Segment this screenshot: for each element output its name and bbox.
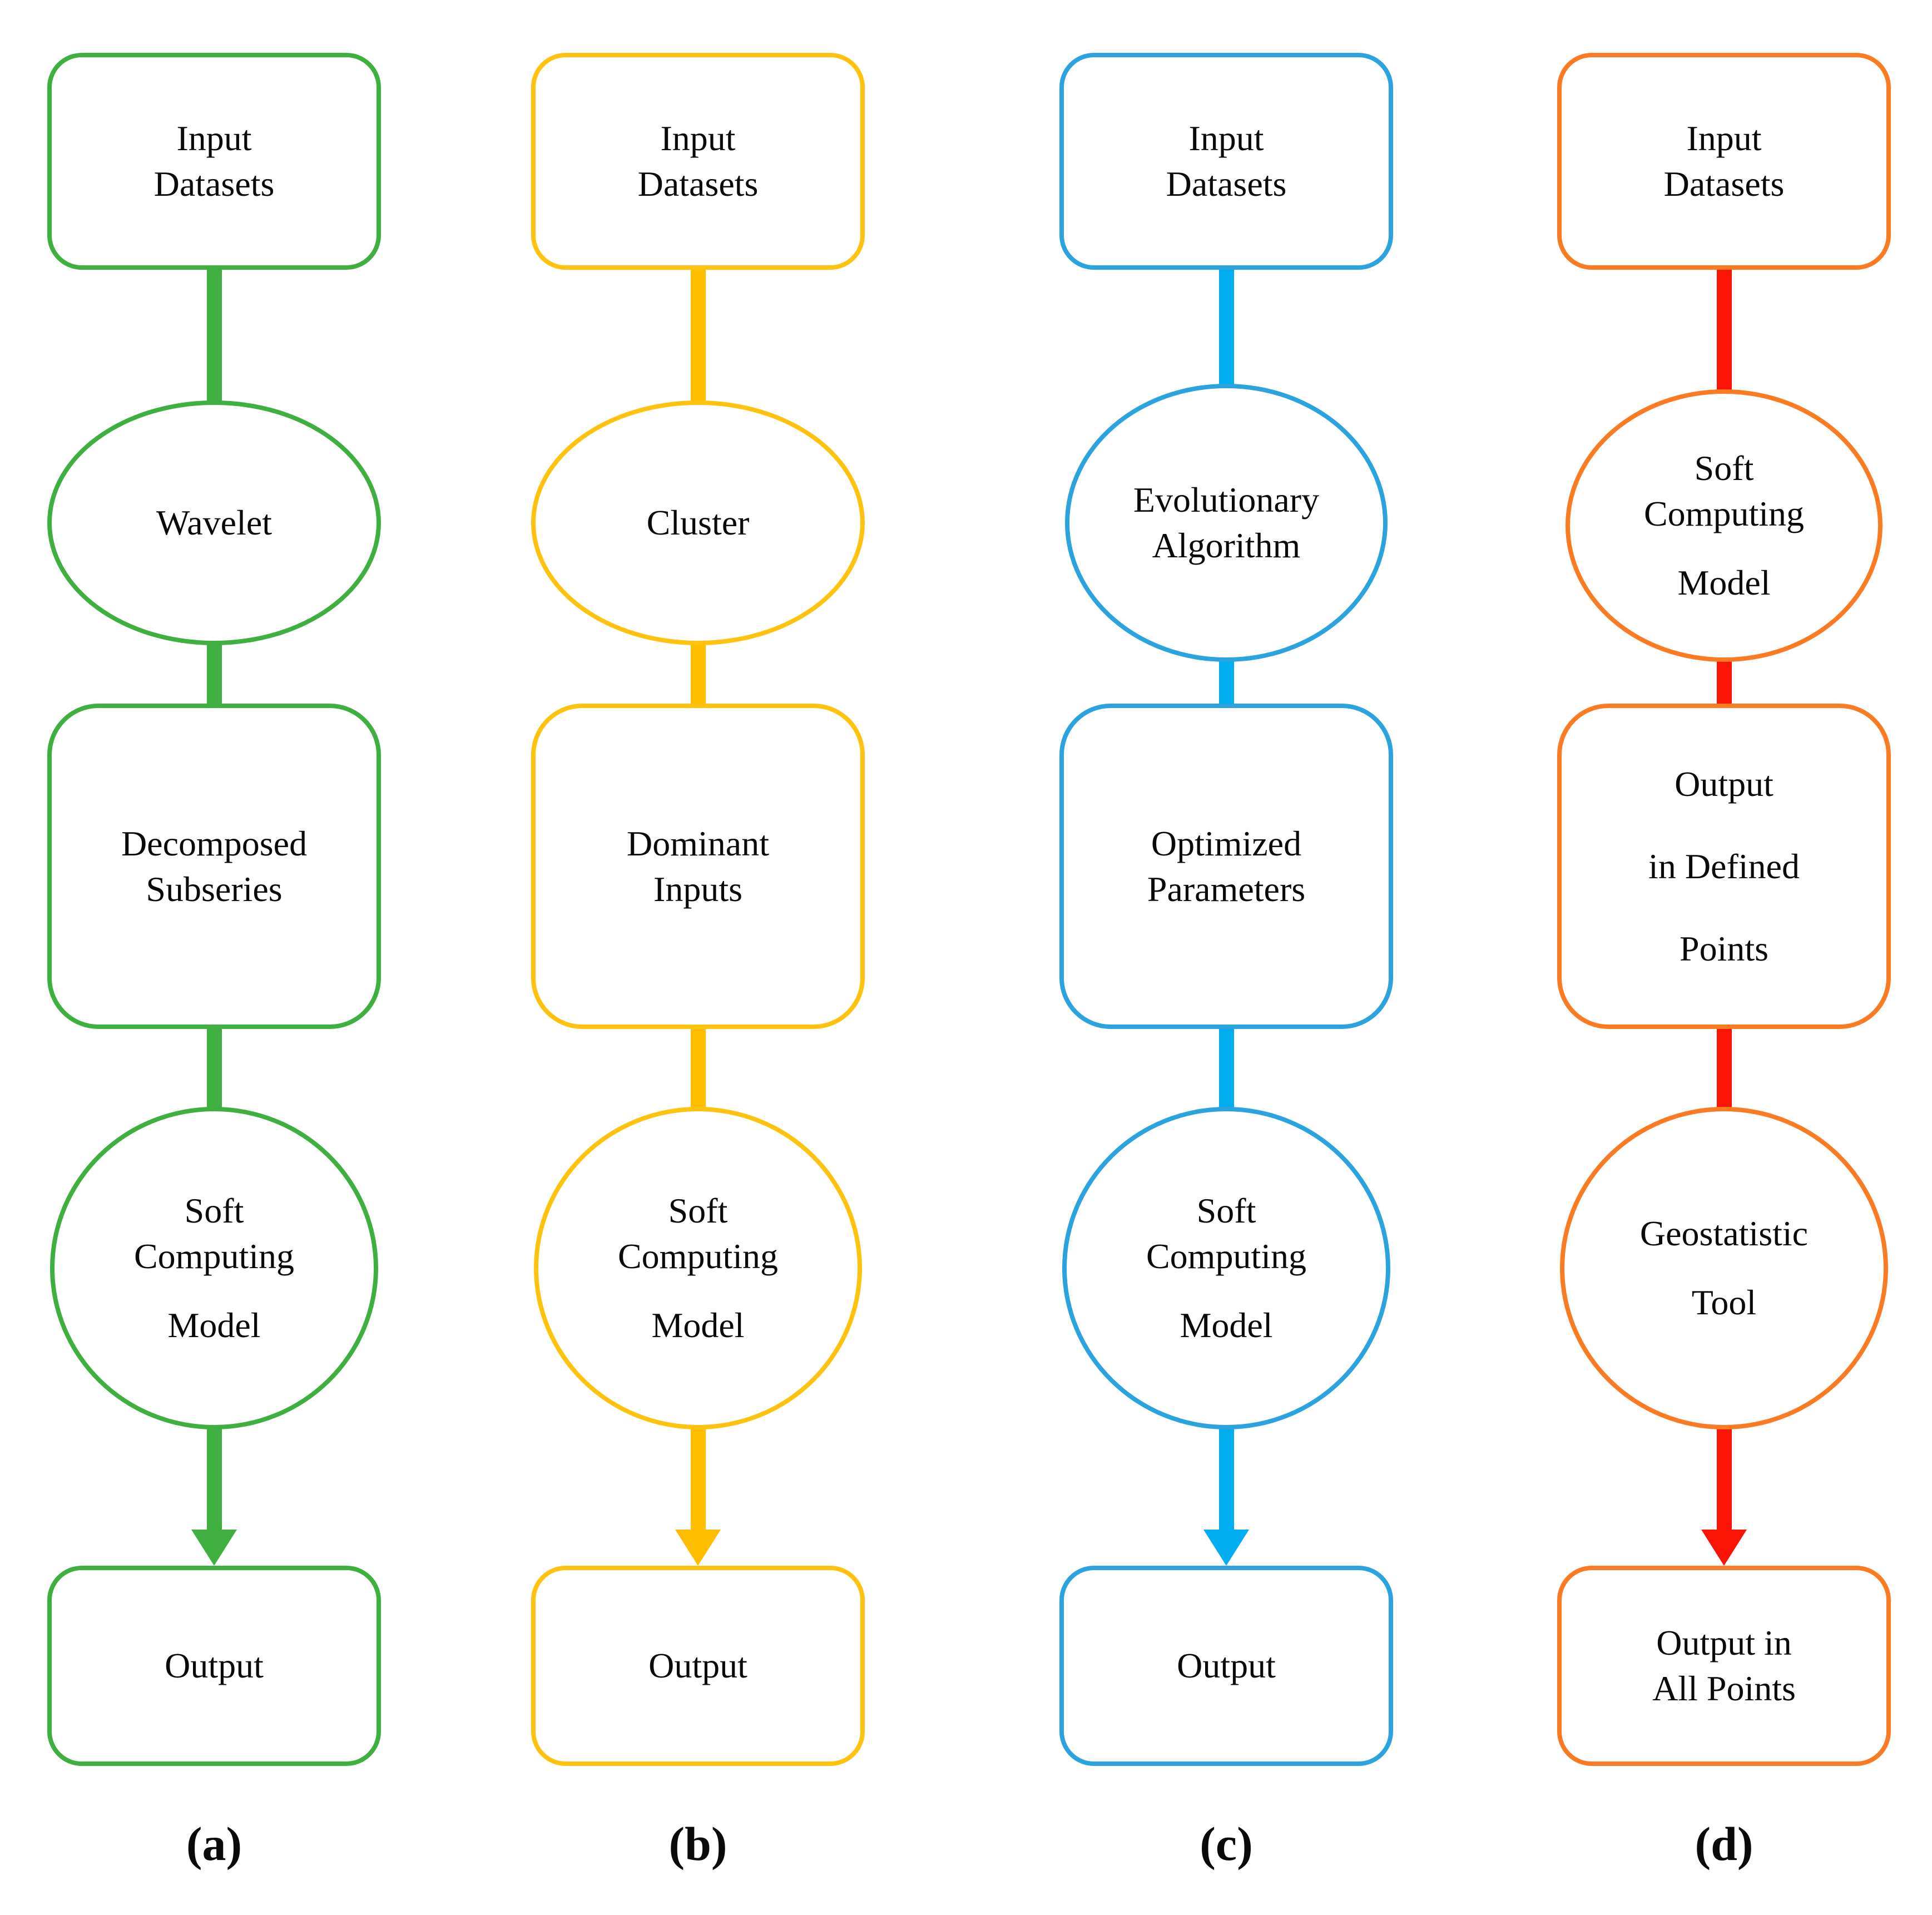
circle-geostatistic-tool: Geostatistic Tool	[1560, 1107, 1888, 1429]
box-output: Output	[47, 1566, 381, 1766]
arrow-head	[1203, 1530, 1249, 1566]
box-text-line: Datasets	[1663, 164, 1785, 204]
box-text-line: Datasets	[153, 164, 275, 204]
ellipse-text-line: Algorithm	[1152, 526, 1301, 565]
arrow-head	[1701, 1530, 1747, 1566]
flow-column-d: Input Datasets Soft Computing Model Outp…	[1483, 0, 1932, 1915]
circle-text-line: Soft	[668, 1191, 728, 1230]
column-label-b: (b)	[668, 1817, 727, 1871]
box-text-line: Inputs	[653, 869, 742, 909]
ellipse-cluster: Cluster	[531, 400, 865, 645]
box-input-datasets: Input Datasets	[1557, 53, 1891, 270]
arrow-shaft	[690, 1429, 706, 1530]
ellipse-text-line: Wavelet	[156, 503, 273, 542]
box-input-datasets: Input Datasets	[47, 53, 381, 270]
box-text-line: Output in	[1656, 1623, 1792, 1662]
box-text-line: Input	[660, 118, 736, 158]
arrow-head	[675, 1530, 721, 1566]
box-decomposed-subseries: Decomposed Subseries	[47, 704, 381, 1029]
box-output: Output	[531, 1566, 865, 1766]
circle-text-line: Computing	[617, 1236, 779, 1276]
ellipse-evolutionary-algorithm: Evolutionary Algorithm	[1065, 384, 1388, 662]
flow-column-a: Input Datasets Wavelet Decomposed Subser…	[0, 0, 455, 1915]
circle-text-line: Soft	[184, 1191, 244, 1230]
box-text-line: Output	[165, 1646, 264, 1685]
box-input-datasets: Input Datasets	[1059, 53, 1393, 270]
flow-column-b: Input Datasets Cluster Dominant Inputs S…	[457, 0, 939, 1915]
box-optimized-parameters: Optimized Parameters	[1059, 704, 1393, 1029]
box-text-line: Dominant	[627, 823, 769, 863]
box-text-line: Parameters	[1147, 869, 1306, 909]
circle-soft-computing-model: Soft Computing Model	[50, 1107, 378, 1429]
box-text-line: Output	[1177, 1646, 1276, 1685]
box-text-line: Input	[176, 118, 252, 158]
box-text-line: All Points	[1652, 1669, 1796, 1708]
flow-column-c: Input Datasets Evolutionary Algorithm Op…	[985, 0, 1468, 1915]
circle-text-line: Model	[1180, 1305, 1273, 1345]
arrow-shaft	[1218, 1429, 1234, 1530]
box-text-line: Datasets	[1166, 164, 1287, 204]
box-dominant-inputs: Dominant Inputs	[531, 704, 865, 1029]
ellipse-text-line: Computing	[1643, 494, 1805, 533]
circle-text-line: Model	[651, 1305, 745, 1345]
box-output-in-all-points: Output in All Points	[1557, 1566, 1891, 1766]
down-arrow-icon	[1668, 1429, 1780, 1566]
box-text-line: Input	[1188, 118, 1264, 158]
circle-soft-computing-model: Soft Computing Model	[1062, 1107, 1390, 1429]
box-text-line: Subseries	[146, 869, 283, 909]
arrow-head	[191, 1530, 237, 1566]
circle-text-line: Soft	[1196, 1191, 1256, 1230]
column-label-c: (c)	[1200, 1817, 1253, 1871]
box-text-line: Input	[1686, 118, 1762, 158]
column-label-d: (d)	[1695, 1817, 1753, 1871]
circle-text-line: Computing	[133, 1236, 295, 1276]
ellipse-text-line: Cluster	[646, 503, 750, 542]
circle-text-line: Geostatistic	[1639, 1214, 1809, 1253]
box-input-datasets: Input Datasets	[531, 53, 865, 270]
ellipse-text-line: Soft	[1694, 448, 1754, 488]
circle-soft-computing-model: Soft Computing Model	[534, 1107, 862, 1429]
circle-text-line: Tool	[1691, 1283, 1757, 1322]
ellipse-text-line: Model	[1677, 563, 1771, 602]
box-text-line: Points	[1679, 928, 1769, 968]
box-text-line: Output	[648, 1646, 747, 1685]
box-text-line: Decomposed	[121, 823, 308, 863]
ellipse-text-line: Evolutionary	[1133, 480, 1320, 519]
box-output: Output	[1059, 1566, 1393, 1766]
column-label-a: (a)	[186, 1817, 242, 1871]
box-text-line: Output	[1675, 764, 1774, 804]
box-text-line: Optimized	[1151, 823, 1302, 863]
ellipse-wavelet: Wavelet	[47, 400, 381, 645]
arrow-shaft	[1716, 1429, 1732, 1530]
arrow-shaft	[206, 1429, 222, 1530]
box-text-line: Datasets	[637, 164, 759, 204]
down-arrow-icon	[1171, 1429, 1282, 1566]
box-output-in-defined-points: Output in Defined Points	[1557, 704, 1891, 1029]
ellipse-soft-computing-model: Soft Computing Model	[1566, 389, 1883, 662]
circle-text-line: Model	[167, 1305, 261, 1345]
box-text-line: in Defined	[1648, 846, 1800, 886]
circle-text-line: Computing	[1146, 1236, 1307, 1276]
down-arrow-icon	[642, 1429, 754, 1566]
down-arrow-icon	[158, 1429, 270, 1566]
